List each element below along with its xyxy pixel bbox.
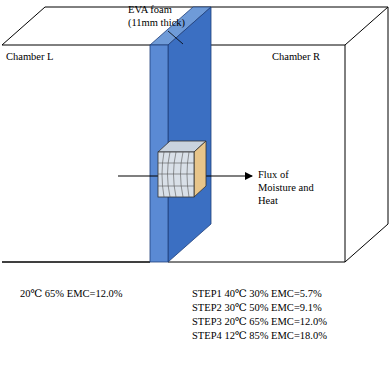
step-label: STEP4 12℃ 85% EMC=18.0% [192,329,327,342]
chamber-label: Chamber L [6,50,54,63]
specimen-front [158,152,194,197]
specimen-end [194,141,206,197]
step-label: STEP1 40℃ 30% EMC=5.7% [192,287,322,300]
condition-label: 20℃ 65% EMC=12.0% [20,287,123,300]
step-label: STEP2 30℃ 50% EMC=9.1% [192,301,322,314]
foam-side [168,7,211,262]
leader-line [168,31,183,44]
growth-rings [158,152,194,197]
step-label: STEP3 20℃ 65% EMC=12.0% [192,315,327,328]
box-edges [2,7,388,262]
chamber-label: Chamber R [272,50,320,63]
part-label: EVA foam (11mm thick) [128,3,198,29]
flux-label: Flux of Moisture and Heat [258,168,320,207]
